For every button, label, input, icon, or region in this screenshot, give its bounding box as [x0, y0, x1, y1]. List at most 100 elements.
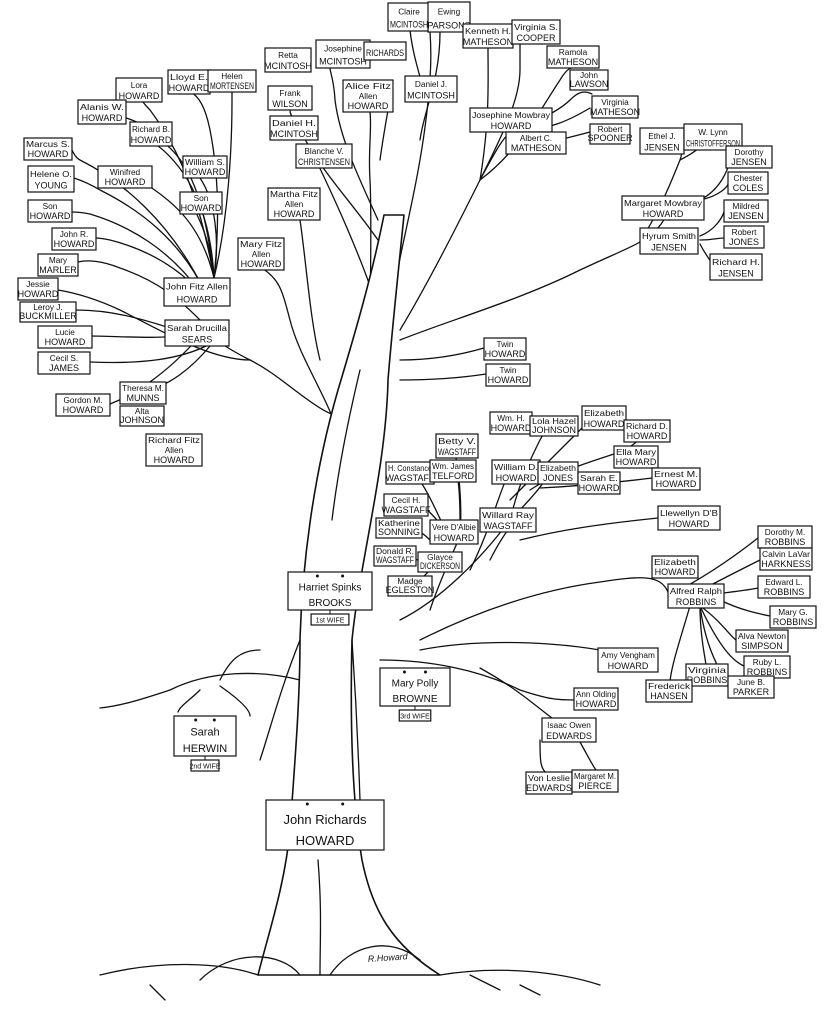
person-name-line: MUNNS [127, 393, 160, 403]
branch-line [189, 91, 219, 279]
person-name-line: JONES [729, 237, 759, 247]
person-label-john-r: John R.HOWARD [51, 227, 97, 251]
branch-line [219, 685, 251, 717]
person-name-line: Son [43, 202, 58, 211]
person-name-line: EGLESTON [386, 585, 435, 595]
person-name-line: JENSEN [731, 157, 767, 167]
person-name-line: HOWARD [18, 289, 59, 299]
person-name-line: HOWARD [154, 455, 195, 465]
person-name-line: Robert [732, 228, 758, 237]
person-name-line: Donald R. [376, 547, 414, 556]
person-name-line: HOWARD [656, 479, 697, 489]
wife-tag: 3rd WIFE [400, 714, 430, 721]
person-name-line: Richard Fitz [148, 436, 200, 445]
person-name-line: DICKERSON [420, 561, 460, 571]
person-name-line: HOWARD [488, 375, 529, 385]
person-name-line: HOWARD [28, 149, 69, 159]
person-label-daniel-h: Daniel H.MCINTOSH [269, 115, 319, 141]
person-name-line: SIMPSON [741, 641, 783, 651]
person-label-cecil-w: Cecil H.WAGSTAFF [382, 493, 431, 517]
person-name-line: Hyrum Smith [642, 232, 696, 241]
person-name-line: Martha Fitz [270, 190, 318, 199]
person-name-line: HOWARD [496, 473, 537, 483]
person-name-line: Theresa M. [122, 384, 164, 393]
person-name-line: JENSEN [644, 143, 680, 153]
person-label-cecil-j: Cecil S.JAMES [37, 351, 91, 375]
person-name-line: Marcus S. [26, 140, 70, 149]
plaque-text: Sarah [190, 726, 219, 738]
person-name-line: Mary Fitz [240, 240, 282, 249]
person-name-line: Betty V. [438, 437, 476, 446]
person-label-edward: Edward L.ROBBINS [757, 575, 811, 599]
person-name-line: Alva Newton [738, 632, 786, 641]
person-name-line: Virginia [688, 666, 727, 675]
person-name-line: Daniel H. [272, 119, 316, 128]
person-name-line: Amy Vengham [601, 651, 655, 660]
person-name-line: MCINTOSH [319, 56, 367, 66]
person-name-line: Robert [598, 125, 624, 134]
person-name-line: Wm. James [432, 462, 474, 471]
person-name-line: Twin [500, 366, 517, 375]
person-name-line: HOWARD [579, 483, 620, 493]
person-name-line: CHRISTOFFERSON [686, 139, 740, 149]
branch-line [719, 599, 771, 617]
person-name-line: Mary [49, 256, 68, 265]
person-name-line: HOWARD [491, 423, 532, 433]
person-name-line: WAGSTAFF [386, 473, 435, 483]
plaque-text: Mary Polly [392, 678, 439, 689]
person-label-richard-d: Richard D.HOWARD [623, 419, 671, 443]
person-name-line: JOHNSON [120, 415, 164, 425]
person-label-mary-r: Mary G.ROBBINS [769, 605, 817, 629]
person-name-line: JENSEN [718, 269, 754, 279]
person-label-theresa: Theresa M.MUNNS [119, 381, 167, 405]
person-name-line: John R. [60, 230, 89, 239]
person-name-line: Elizabeth [654, 558, 696, 567]
person-name-line: JAMES [49, 363, 79, 373]
person-name-line: COOPER [516, 33, 556, 43]
plaque-text: BROWNE [393, 694, 438, 705]
branch-line [399, 373, 487, 381]
person-name-line: Alta [135, 407, 150, 416]
wife-tag: 2nd WIFE [189, 764, 220, 771]
person-name-line: Madge [397, 577, 423, 586]
person-name-line: Blanche V. [304, 147, 343, 156]
person-name-line: HOWARD [584, 419, 625, 429]
person-name-line: WAGSTAFF [438, 447, 476, 457]
branch-line [71, 211, 201, 293]
person-name-line: Josephine Mowbray [472, 111, 551, 120]
person-name-line: HOWARD [241, 259, 282, 269]
person-name-line: HOWARD [627, 431, 668, 441]
person-name-line: MATHESON [463, 37, 513, 47]
person-label-william-d: William D.HOWARD [491, 459, 541, 485]
person-label-wm-h: Wm. H.HOWARD [489, 411, 533, 435]
person-name-line: HOWARD [616, 457, 657, 467]
person-name-line: HOWARD [491, 121, 532, 131]
person-label-ethel: Ethel J.JENSEN [639, 127, 685, 155]
person-name-line: Lloyd E. [170, 73, 208, 82]
person-name-line: HOWARD [54, 239, 95, 249]
person-name-line: Helene O. [30, 170, 72, 179]
person-name-line: HOWARD [105, 177, 146, 187]
person-label-leroy: Leroy J.BUCKMILLER [19, 301, 77, 323]
person-name-line: Mary G. [778, 608, 807, 617]
person-name-line: HOWARD [608, 661, 649, 671]
person-name-line: John [580, 71, 598, 80]
person-name-line: William S. [185, 158, 225, 167]
branch-line [95, 237, 201, 293]
person-name-line: Llewellyn D'B [660, 509, 719, 518]
